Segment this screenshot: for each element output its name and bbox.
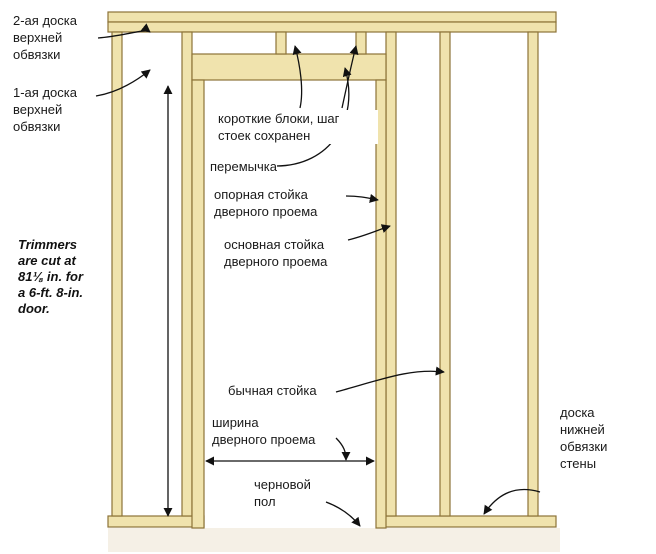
top-plate-1 — [107, 21, 557, 33]
trimmer-length-note-line-5: door. — [18, 301, 50, 316]
common-stud-2 — [527, 31, 539, 517]
header-beam — [191, 53, 387, 81]
label-trimmer-line-1: опорная стойка — [214, 187, 308, 202]
trimmer-right — [375, 79, 387, 529]
label-trimmer-line-2: дверного проема — [214, 204, 318, 219]
subfloor-shading — [108, 528, 560, 552]
label-top-plate-1-line-1: 1-ая доска — [13, 85, 77, 100]
label-common-stud-line-1: бычная стойка — [228, 383, 317, 398]
label-top-plate-1-line-3: обвязки — [13, 119, 61, 134]
leader-king-stud — [347, 224, 391, 241]
label-header: перемычка — [210, 158, 277, 175]
common-stud-1 — [439, 31, 451, 517]
dimension-lines — [163, 85, 375, 517]
trimmer-left — [191, 79, 205, 529]
leader-bottom-plate — [483, 488, 541, 515]
leader-cripples-b — [341, 45, 359, 109]
leader-common-stud — [335, 366, 445, 393]
label-subfloor-line-2: пол — [254, 494, 276, 509]
leader-top-plate-2 — [97, 23, 151, 39]
bottom-plate-right — [377, 515, 557, 528]
label-top-plate-2-line-1: 2-ая доска — [13, 13, 77, 28]
label-king-stud-line-1: основная стойка — [224, 237, 325, 252]
label-common-stud: бычная стойка — [228, 382, 317, 399]
leader-subfloor — [325, 501, 361, 527]
trimmer-length-note-line-2: are cut at — [18, 253, 76, 268]
label-header-line-1: перемычка — [210, 159, 277, 174]
label-bottom-plate-line-3: обвязки — [560, 439, 608, 454]
cripple-2 — [355, 31, 367, 55]
label-top-plate-2: 2-ая доска верхней обвязки — [13, 12, 77, 63]
label-bottom-plate-line-4: стены — [560, 456, 597, 471]
label-trimmer: опорная стойка дверного проема — [214, 186, 318, 220]
label-bottom-plate: доска нижней обвязки стены — [560, 404, 607, 472]
leader-trimmer — [345, 193, 379, 203]
trimmer-length-note-line-3: 81⅛ in. for — [18, 269, 84, 284]
label-subfloor-line-1: черновой — [254, 477, 311, 492]
top-plate-2 — [107, 11, 557, 23]
label-king-stud-line-2: дверного проема — [224, 254, 328, 269]
label-cripples: короткие блоки, шаг стоек сохранен — [218, 110, 378, 144]
label-opening-width: ширина дверного проема — [212, 414, 316, 448]
label-bottom-plate-line-2: нижней — [560, 422, 605, 437]
king-stud-right — [385, 31, 397, 517]
leader-cripples-a — [292, 45, 303, 109]
label-cripples-line-1: короткие блоки, шаг — [218, 111, 340, 126]
bottom-plate — [107, 515, 205, 528]
label-top-plate-1: 1-ая доска верхней обвязки — [13, 84, 77, 135]
end-stud-left — [111, 31, 123, 517]
label-king-stud: основная стойка дверного проема — [224, 236, 328, 270]
label-top-plate-2-line-2: верхней — [13, 30, 63, 45]
label-top-plate-2-line-3: обвязки — [13, 47, 61, 62]
trimmer-length-note-line-4: a 6-ft. 8-in. — [18, 285, 84, 300]
label-cripples-line-2: стоек сохранен — [218, 128, 311, 143]
leader-arrows — [95, 23, 541, 527]
cripple-1 — [275, 31, 287, 55]
leader-top-plate-1 — [95, 69, 151, 97]
leader-opening-width — [335, 437, 351, 461]
trimmer-length-note-line-1: Trimmers — [18, 237, 78, 252]
framing-members — [107, 11, 557, 529]
label-top-plate-1-line-2: верхней — [13, 102, 63, 117]
label-opening-width-line-2: дверного проема — [212, 432, 316, 447]
label-bottom-plate-line-1: доска — [560, 405, 595, 420]
label-opening-width-line-1: ширина — [212, 415, 259, 430]
label-subfloor: черновой пол — [254, 476, 311, 510]
king-stud-left — [181, 31, 193, 517]
